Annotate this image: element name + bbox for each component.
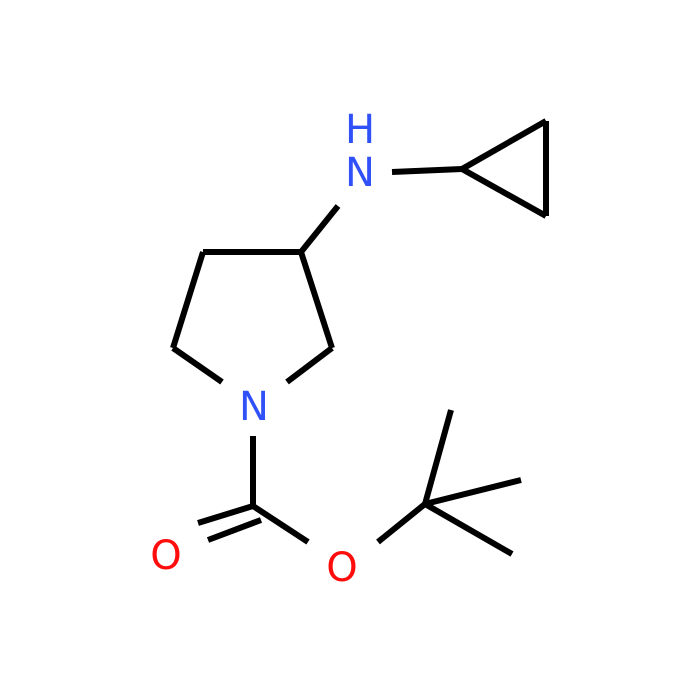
- bond-carbonyl-double-1: [197, 503, 254, 526]
- bond-cq-me2: [424, 477, 522, 507]
- atom-oxygen-ester: O: [326, 545, 357, 591]
- bond-carbonyl-double-2: [206, 517, 263, 543]
- bond-cp3-cp1: [460, 166, 548, 219]
- atom-oxygen-carbonyl: O: [150, 533, 181, 579]
- atom-hydrogen-amine: H: [345, 107, 375, 153]
- bond-oester-cq: [376, 501, 427, 545]
- bond-cq-me1: [422, 409, 454, 505]
- bond-c2-c3: [298, 251, 335, 349]
- bond-n1-c2: [285, 345, 334, 385]
- atom-nitrogen-ring: N: [239, 384, 269, 430]
- bond-c4-c5: [170, 251, 206, 349]
- bond-ccarbonyl-oester: [251, 503, 310, 545]
- atom-nitrogen-amine: N: [345, 150, 375, 196]
- bond-cq-me3: [423, 501, 514, 557]
- bond-nh-cp1: [391, 166, 463, 175]
- bonds: [170, 118, 549, 557]
- bond-c3-nh: [298, 204, 341, 254]
- bond-c5-n1: [171, 345, 224, 385]
- bond-cp1-cp2: [460, 118, 548, 172]
- atom-labels: H N N O O: [150, 107, 375, 591]
